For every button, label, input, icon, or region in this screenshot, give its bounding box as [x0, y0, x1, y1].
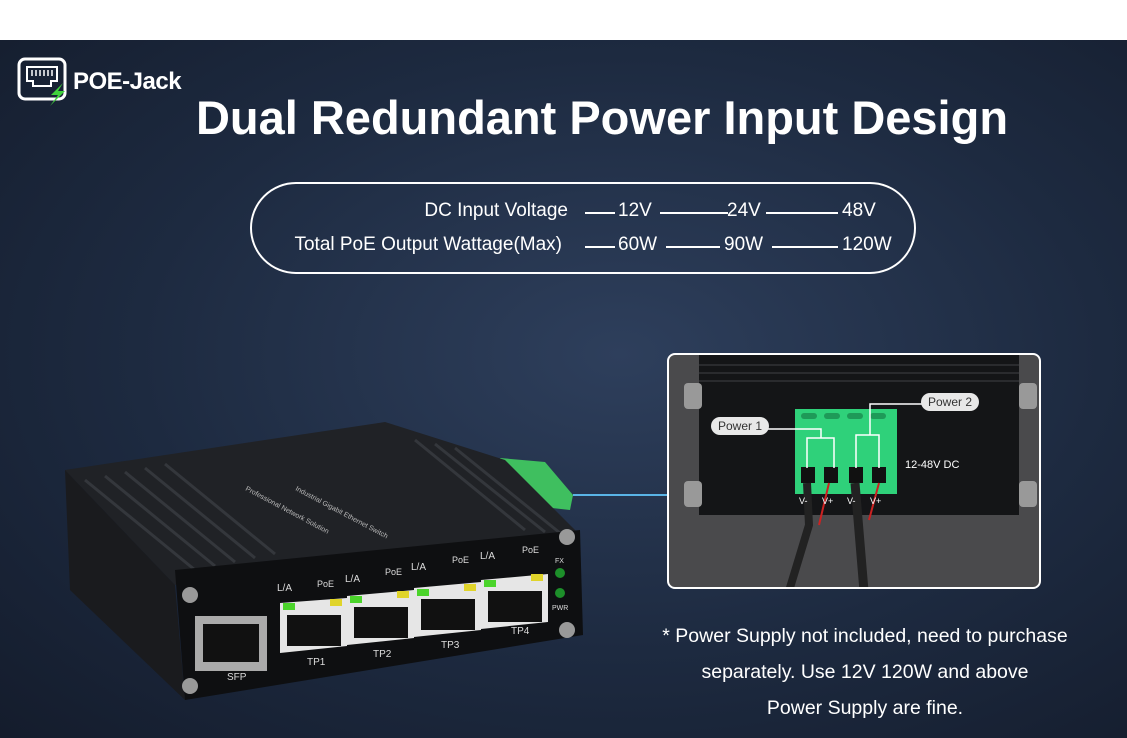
- svg-text:TP3: TP3: [441, 640, 460, 651]
- power-supply-note: * Power Supply not included, need to pur…: [630, 618, 1100, 726]
- svg-text:PoE: PoE: [385, 567, 402, 577]
- svg-text:L/A: L/A: [411, 562, 426, 573]
- ethernet-port-icon: [17, 57, 67, 106]
- spec-label: DC Input Voltage: [424, 200, 568, 221]
- spec-row-wattage: Total PoE Output Wattage(Max) 60W 90W 12…: [252, 234, 914, 258]
- spec-value: 48V: [842, 200, 876, 221]
- port-tp2[interactable]: L/A PoE TP2: [345, 567, 414, 660]
- spec-row-voltage: DC Input Voltage 12V 24V 48V: [252, 200, 914, 224]
- brand-name: POE-Jack: [73, 68, 182, 95]
- port-tp1[interactable]: L/A PoE TP1: [277, 579, 347, 668]
- pin-label: V-: [847, 496, 856, 506]
- spec-value: 24V: [727, 200, 761, 221]
- spec-value: 60W: [618, 234, 658, 255]
- voltage-label: 12-48V DC: [905, 459, 960, 471]
- svg-text:L/A: L/A: [345, 574, 360, 585]
- svg-text:TP2: TP2: [373, 649, 392, 660]
- pwr-label: PWR: [552, 605, 568, 612]
- svg-text:PoE: PoE: [522, 545, 539, 555]
- spec-box: DC Input Voltage 12V 24V 48V Total PoE O…: [250, 182, 916, 274]
- note-line: Power Supply are fine.: [766, 697, 964, 719]
- svg-text:L/A: L/A: [480, 551, 495, 562]
- fx-label: FX: [555, 558, 564, 565]
- sfp-label: SFP: [227, 672, 247, 683]
- spec-value: 12V: [618, 200, 652, 221]
- page-title: Dual Redundant Power Input Design: [195, 91, 1009, 144]
- callout-connector-line: [573, 494, 668, 496]
- spec-value: 90W: [724, 234, 764, 255]
- svg-text:PoE: PoE: [452, 555, 469, 565]
- poe-switch-image: Industrial Gigabit Ethernet Switch Profe…: [65, 422, 583, 700]
- spec-value: 120W: [842, 234, 892, 255]
- svg-text:TP4: TP4: [511, 626, 530, 637]
- spec-label: Total PoE Output Wattage(Max): [294, 234, 562, 255]
- svg-text:L/A: L/A: [277, 583, 292, 594]
- power-2-tag: Power 2: [921, 393, 980, 411]
- note-line: * Power Supply not included, need to pur…: [662, 625, 1068, 647]
- port-tp4[interactable]: L/A PoE TP4: [480, 545, 548, 637]
- lightning-icon: [50, 83, 65, 106]
- power-1-tag: Power 1: [711, 417, 770, 435]
- brand-logo: POE-Jack: [17, 57, 182, 107]
- power-terminal-closeup: Power 1 Power 2 12-48V DC V- V+ V- V+: [667, 353, 1041, 589]
- svg-text:PoE: PoE: [317, 579, 334, 589]
- port-tp3[interactable]: L/A PoE TP3: [411, 555, 481, 651]
- pin-label: V+: [870, 496, 882, 506]
- pin-label: V-: [799, 496, 808, 506]
- note-line: separately. Use 12V 120W and above: [701, 661, 1029, 683]
- svg-text:TP1: TP1: [307, 657, 326, 668]
- pin-label: V+: [822, 496, 834, 506]
